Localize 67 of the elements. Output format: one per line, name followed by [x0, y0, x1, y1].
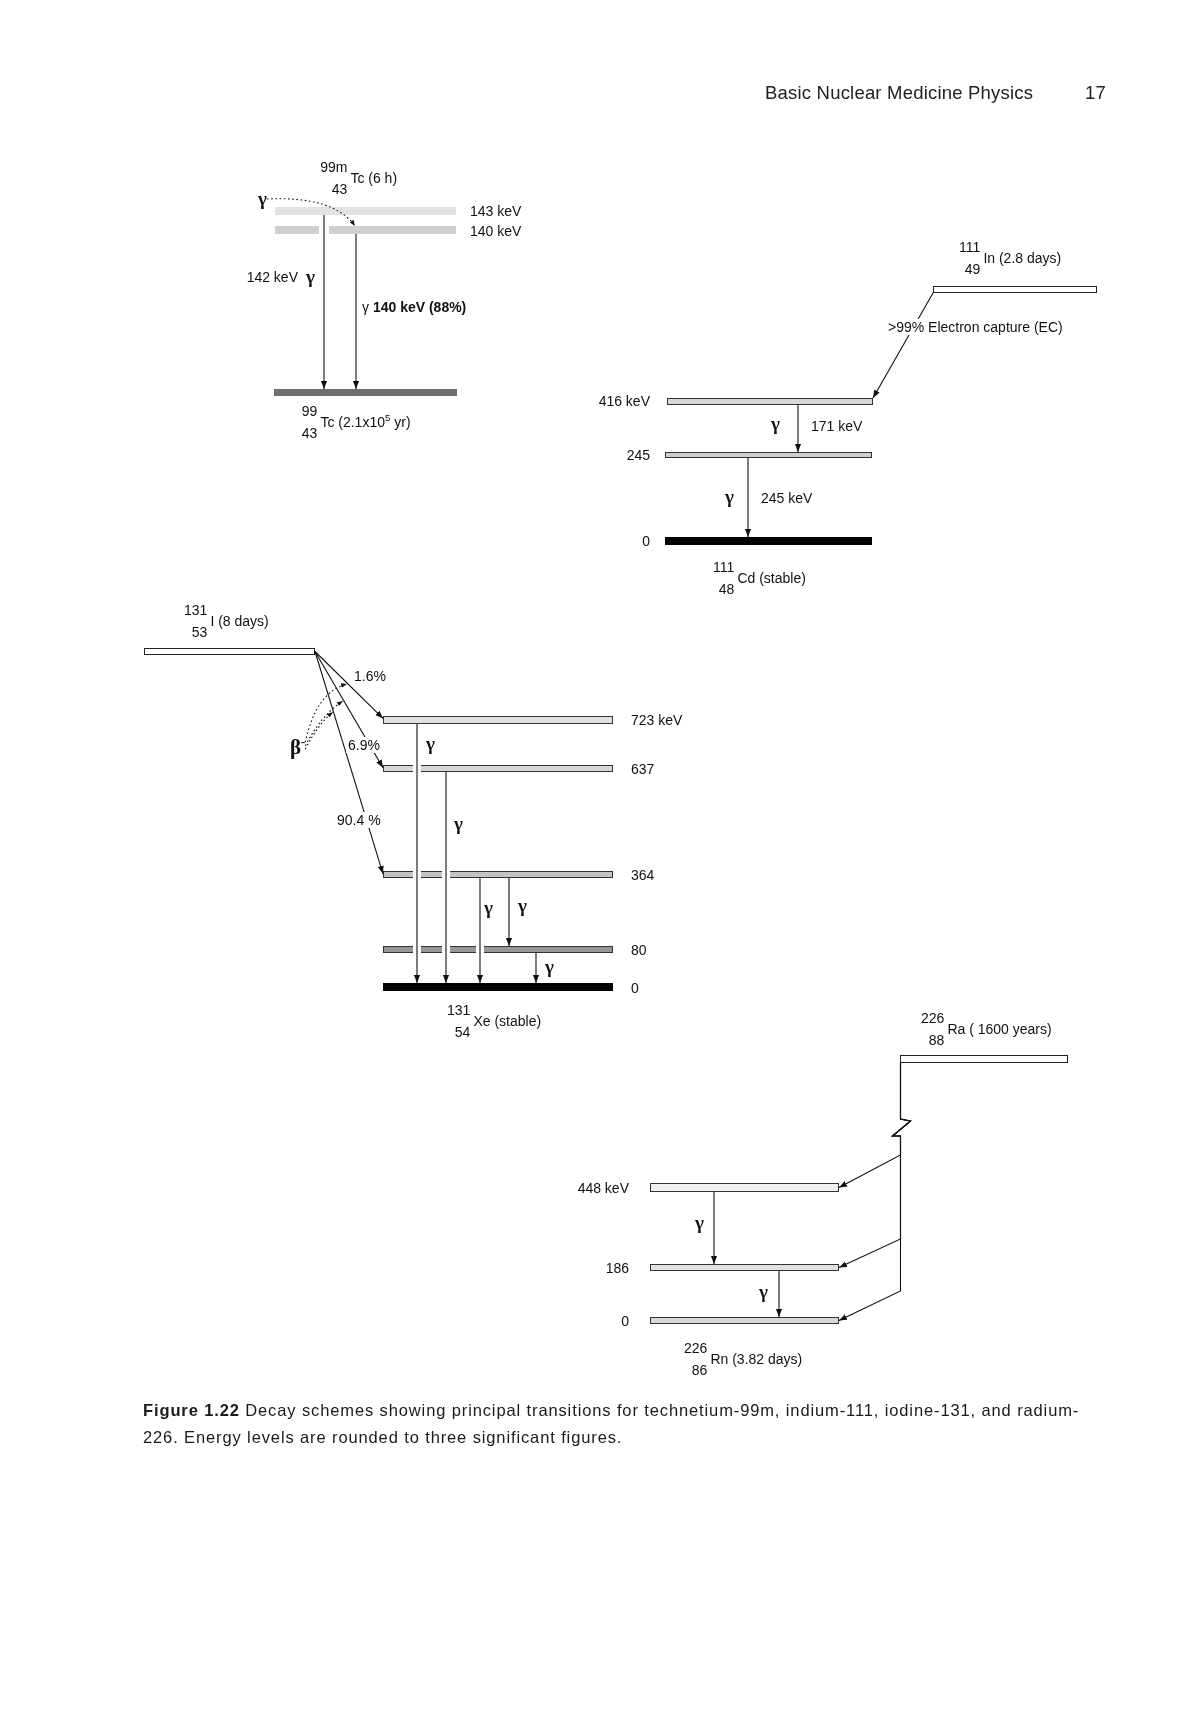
energy-level-bar	[275, 207, 456, 215]
energy-level-bar	[144, 648, 315, 655]
energy-level-bar	[665, 452, 872, 458]
gamma-transition-arrow	[710, 1191, 718, 1265]
beta-decay-arrow	[314, 650, 384, 875]
gamma-symbol: γ	[771, 413, 780, 435]
energy-level-bar	[665, 537, 872, 545]
leader-arrow	[304, 683, 348, 743]
energy-label: 637	[631, 760, 655, 778]
energy-label: 723 keV	[631, 711, 683, 729]
energy-level-bar	[383, 946, 613, 953]
energy-label: 364	[631, 866, 655, 884]
gamma-transition-arrow	[532, 952, 540, 984]
leader-arrow	[304, 711, 334, 750]
beta-decay-arrow	[314, 650, 384, 719]
energy-label: 0	[621, 1312, 629, 1330]
energy-label: 80	[631, 941, 647, 959]
decay-label: >99% Electron capture (EC)	[886, 318, 1065, 336]
energy-level-bar	[933, 286, 1097, 293]
page-number: 17	[1085, 82, 1106, 104]
gamma-transition-arrow	[320, 214, 328, 390]
energy-label: 416 keV	[598, 392, 650, 410]
branching-label: 90.4 %	[335, 811, 383, 829]
gamma-symbol: γ	[695, 1212, 704, 1234]
energy-level-bar	[274, 389, 457, 396]
running-head: Basic Nuclear Medicine Physics	[765, 82, 1034, 104]
gamma-symbol: γ	[484, 897, 493, 919]
gamma-symbol: γ	[725, 486, 734, 508]
energy-label: 0	[642, 532, 650, 550]
energy-label: 448 keV	[577, 1179, 629, 1197]
gamma-transition-arrow	[413, 723, 421, 984]
energy-level-bar	[383, 765, 613, 772]
figure-caption: Figure 1.22 Decay schemes showing principal transitions for technetium-99m, indium-111, iodine-131, and radium-226. Energy levels are rounded to three significant figures.	[143, 1400, 1081, 1448]
branching-label: 6.9%	[346, 736, 382, 754]
energy-level-bar	[900, 1055, 1068, 1063]
edge-label: γ 140 keV (88%)	[360, 298, 469, 316]
gamma-transition-arrow	[744, 457, 752, 538]
energy-label: 186	[605, 1259, 629, 1277]
gamma-transition-arrow	[794, 404, 802, 453]
energy-label: 0	[631, 979, 639, 997]
energy-level-bar	[650, 1183, 839, 1192]
energy-label: 143 keV	[470, 202, 522, 220]
energy-level-bar	[650, 1317, 839, 1324]
gamma-symbol: γ	[426, 733, 435, 755]
gamma-symbol: γ	[258, 188, 267, 210]
gamma-symbol: γ	[306, 266, 315, 288]
gamma-transition-arrow	[775, 1270, 783, 1318]
energy-label: 140 keV	[470, 222, 522, 240]
energy-label: 245	[626, 446, 650, 464]
energy-level-bar	[650, 1264, 839, 1271]
energy-level-bar	[383, 716, 613, 724]
gamma-symbol: γ	[545, 956, 554, 978]
gamma-symbol: γ	[759, 1281, 768, 1303]
gamma-symbol: γ	[518, 895, 527, 917]
leader-arrow	[304, 700, 344, 747]
energy-level-bar	[667, 398, 873, 405]
gamma-transition-arrow	[476, 877, 484, 984]
energy-level-bar	[383, 983, 613, 991]
gamma-transition-arrow	[505, 877, 513, 947]
gamma-symbol: γ	[454, 813, 463, 835]
beta-symbol: β$^{-}$	[290, 736, 306, 760]
energy-level-bar	[383, 871, 613, 878]
energy-level-bar	[275, 226, 456, 234]
gamma-transition-arrow	[352, 233, 360, 390]
leader-arrow	[266, 198, 356, 227]
gamma-transition-arrow	[442, 771, 450, 984]
alpha-decay-arrow	[838, 1062, 912, 1322]
